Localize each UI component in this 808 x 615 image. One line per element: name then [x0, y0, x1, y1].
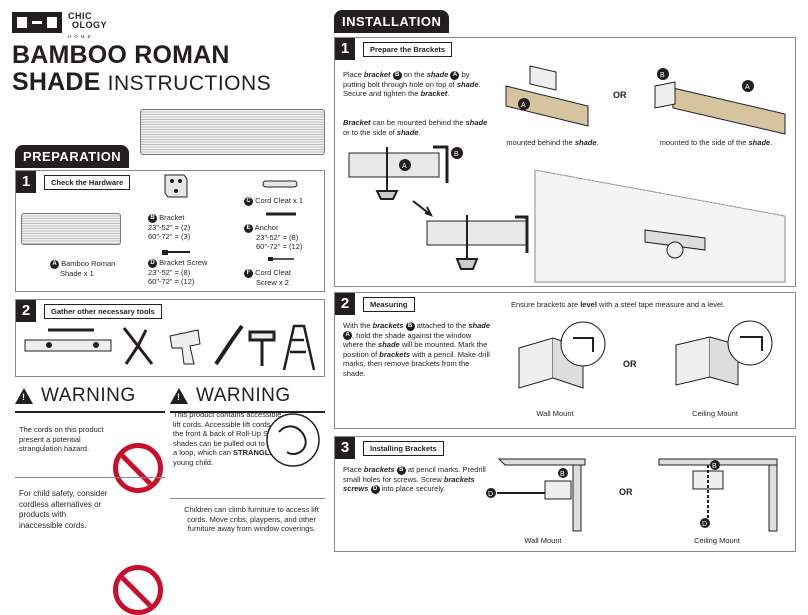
- caption-ceiling-mount-3: Ceiling Mount: [694, 536, 740, 545]
- install-step1-text1: Place bracket B on the shade A by puttin…: [343, 70, 481, 99]
- warning-triangle-icon-2: !: [170, 388, 188, 404]
- warning-left-text2: For child safety, consider cordless alte…: [19, 489, 108, 530]
- or-label-1: OR: [613, 90, 627, 100]
- ceiling-mount-install-image: D B: [658, 458, 778, 532]
- svg-text:D: D: [702, 521, 707, 528]
- brand-sub: HOME: [68, 34, 94, 39]
- or-label-2: OR: [623, 359, 637, 369]
- bracket-behind-shade-image: A: [505, 65, 589, 127]
- warning-triangle-icon: !: [15, 388, 33, 404]
- part-c-label: C Cord Cleat x 1: [244, 196, 303, 206]
- prep-step1-panel: 1 Check the Hardware A Bamboo Roman Shad…: [15, 170, 325, 292]
- install-step1-title: Prepare the Brackets: [363, 42, 453, 57]
- bracket-bolt-diagram: A B: [348, 145, 529, 270]
- cord-hand-icon: [266, 413, 320, 467]
- screwdriver-icon: [214, 324, 244, 366]
- warning-left-text1: The cords on this product present a pote…: [19, 425, 104, 453]
- caption-ceiling-mount-2: Ceiling Mount: [692, 409, 738, 418]
- install-step2-title: Measuring: [363, 297, 415, 312]
- svg-text:B: B: [560, 471, 565, 478]
- svg-text:A: A: [402, 163, 407, 170]
- ladder-icon: [282, 324, 316, 371]
- prep-step2-title: Gather other necessary tools: [44, 304, 162, 319]
- hammer-icon: [248, 330, 276, 366]
- part-d-label: D Bracket Screw 23"-52" = (8)60"-72" = (…: [148, 258, 208, 286]
- bracket-icon: [164, 174, 188, 198]
- or-label-3: OR: [619, 487, 633, 497]
- window-mount-diagram: [534, 169, 786, 283]
- prep-step2-panel: 2 Gather other necessary tools: [15, 299, 325, 377]
- wall-mount-install-image: D B: [486, 458, 586, 532]
- bracket-side-shade-image: B A: [654, 68, 786, 135]
- page-title: BAMBOO ROMAN SHADE INSTRUCTIONS: [12, 41, 272, 96]
- shade-part-image: [21, 213, 121, 245]
- part-a-label: A Bamboo Roman Shade x 1: [50, 259, 115, 278]
- no-child-cord-icon: [113, 443, 163, 493]
- installation-tab: INSTALLATION: [334, 10, 450, 33]
- part-e-label: E Anchor 23"-52" = (8)60"-72" = (12): [244, 223, 302, 251]
- install-step2-panel: 2 Measuring Ensure brackets are level wi…: [334, 292, 796, 429]
- shade-header-image: [140, 109, 325, 155]
- caption-mounted-side: mounted to the side of the shade.: [659, 138, 773, 147]
- install-step3-number: 3: [335, 437, 355, 459]
- warning-left: ! WARNING The cords on this product pres…: [15, 385, 165, 615]
- install-step2-text: With the brackets B attached to the shad…: [343, 321, 491, 378]
- install-step3-panel: 3 Installing Brackets Place brackets B a…: [334, 436, 796, 552]
- screw-icon: [162, 250, 190, 255]
- svg-text:A: A: [745, 84, 750, 91]
- logo-mark: [12, 12, 62, 33]
- wall-mount-measure-image: [518, 321, 606, 389]
- no-child-icon: [113, 565, 163, 615]
- ceiling-mount-measure-image: [675, 320, 773, 386]
- install-step1-number: 1: [335, 38, 355, 60]
- prep-step1-number: 1: [16, 171, 36, 193]
- install-step2-note: Ensure brackets are level with a steel t…: [511, 300, 725, 309]
- prep-step1-title: Check the Hardware: [44, 175, 131, 190]
- prep-step2-number: 2: [16, 300, 36, 322]
- anchor-icon: [266, 212, 296, 216]
- pencil-icon: [48, 328, 94, 332]
- svg-text:B: B: [712, 463, 717, 470]
- pliers-icon: [122, 327, 154, 365]
- svg-text:D: D: [488, 491, 493, 498]
- warning-right-heading: ! WARNING: [170, 385, 325, 407]
- svg-text:B: B: [454, 151, 459, 158]
- warning-left-heading: ! WARNING: [15, 385, 165, 407]
- install-step1-panel: 1 Prepare the Brackets Place bracket B o…: [334, 37, 796, 287]
- part-b-label: B Bracket 23"-52" = (2)60"-72" = (3): [148, 213, 191, 241]
- install-step2-number: 2: [335, 293, 355, 315]
- warning-right-text2: Children can climb furniture to access l…: [184, 505, 319, 533]
- install-step3-title: Installing Brackets: [363, 441, 444, 456]
- svg-text:A: A: [521, 102, 526, 109]
- caption-wall-mount-3: Wall Mount: [524, 536, 562, 545]
- caption-mounted-behind: mounted behind the shade.: [506, 138, 599, 147]
- cleat-screw-icon: [268, 257, 294, 261]
- caption-wall-mount-2: Wall Mount: [536, 409, 574, 418]
- drill-icon: [169, 329, 201, 365]
- install-step1-text2: Bracket can be mounted behind the shade …: [343, 118, 488, 137]
- part-f-label: F Cord Cleat Screw x 2: [244, 268, 291, 287]
- level-tool-icon: [24, 339, 112, 352]
- preparation-tab: PREPARATION: [15, 145, 130, 168]
- cord-cleat-icon: [262, 180, 298, 188]
- warning-right: ! WARNING This product contains accessib…: [170, 385, 325, 555]
- install-step3-text: Place brackets B at pencil marks. Predri…: [343, 465, 486, 494]
- svg-text:B: B: [660, 72, 665, 79]
